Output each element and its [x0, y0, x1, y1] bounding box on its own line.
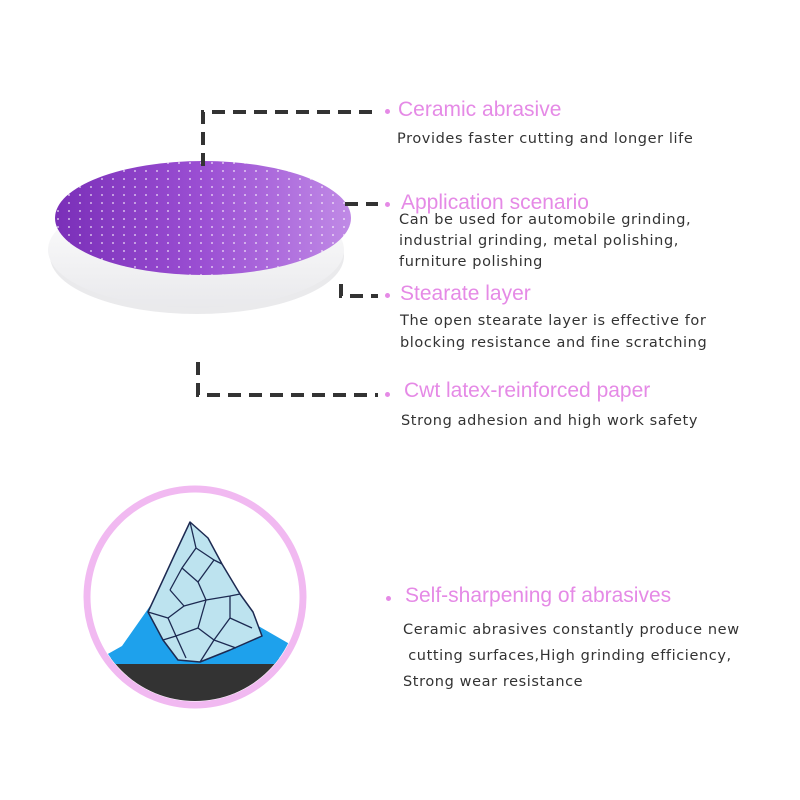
callout-title-latex-paper: Cwt latex-reinforced paper: [404, 379, 651, 402]
callout-desc-stearate-layer: The open stearate layer is effective for…: [400, 311, 707, 354]
bullet-dot: [385, 202, 390, 207]
desc-line: Provides faster cutting and longer life: [397, 131, 694, 147]
desc-line: Strong wear resistance: [403, 674, 584, 690]
bond-layer: [91, 606, 299, 664]
bullet-dot: [385, 109, 390, 114]
desc-line: cutting surfaces,High grinding efficienc…: [403, 648, 732, 664]
leader-ceramic: [201, 110, 378, 166]
callout-title-ceramic-abrasive: Ceramic abrasive: [398, 98, 562, 121]
leader-stearate: [339, 284, 378, 298]
bullet-dot: [386, 596, 391, 601]
desc-line: blocking resistance and fine scratching: [400, 335, 708, 351]
desc-line: industrial grinding, metal polishing,: [399, 233, 679, 249]
bullet-dot: [385, 293, 390, 298]
backing-layer: [91, 658, 299, 701]
callout-desc-latex-paper: Strong adhesion and high work safety: [401, 411, 698, 432]
self-sharpening-illustration: [83, 485, 307, 709]
callout-desc-self-sharpening: Ceramic abrasives constantly produce new…: [403, 617, 740, 695]
sanding-disc: [48, 161, 351, 314]
callout-desc-application-scenario: Can be used for automobile grinding, ind…: [399, 210, 691, 273]
desc-line: furniture polishing: [399, 254, 543, 270]
leader-lines: [196, 110, 378, 397]
callout-desc-ceramic-abrasive: Provides faster cutting and longer life: [397, 129, 693, 150]
leader-paper: [196, 362, 378, 397]
callout-title-application-scenario: Application scenario: [401, 191, 589, 214]
desc-line: The open stearate layer is effective for: [400, 313, 707, 329]
desc-line: Can be used for automobile grinding,: [399, 212, 692, 228]
bullet-dot: [385, 392, 390, 397]
callout-title-self-sharpening: Self-sharpening of abrasives: [405, 584, 672, 607]
abrasive-grain: [147, 521, 263, 663]
desc-line: Strong adhesion and high work safety: [401, 413, 699, 429]
desc-line: Ceramic abrasives constantly produce new: [403, 622, 740, 638]
callout-title-stearate-layer: Stearate layer: [400, 282, 531, 305]
